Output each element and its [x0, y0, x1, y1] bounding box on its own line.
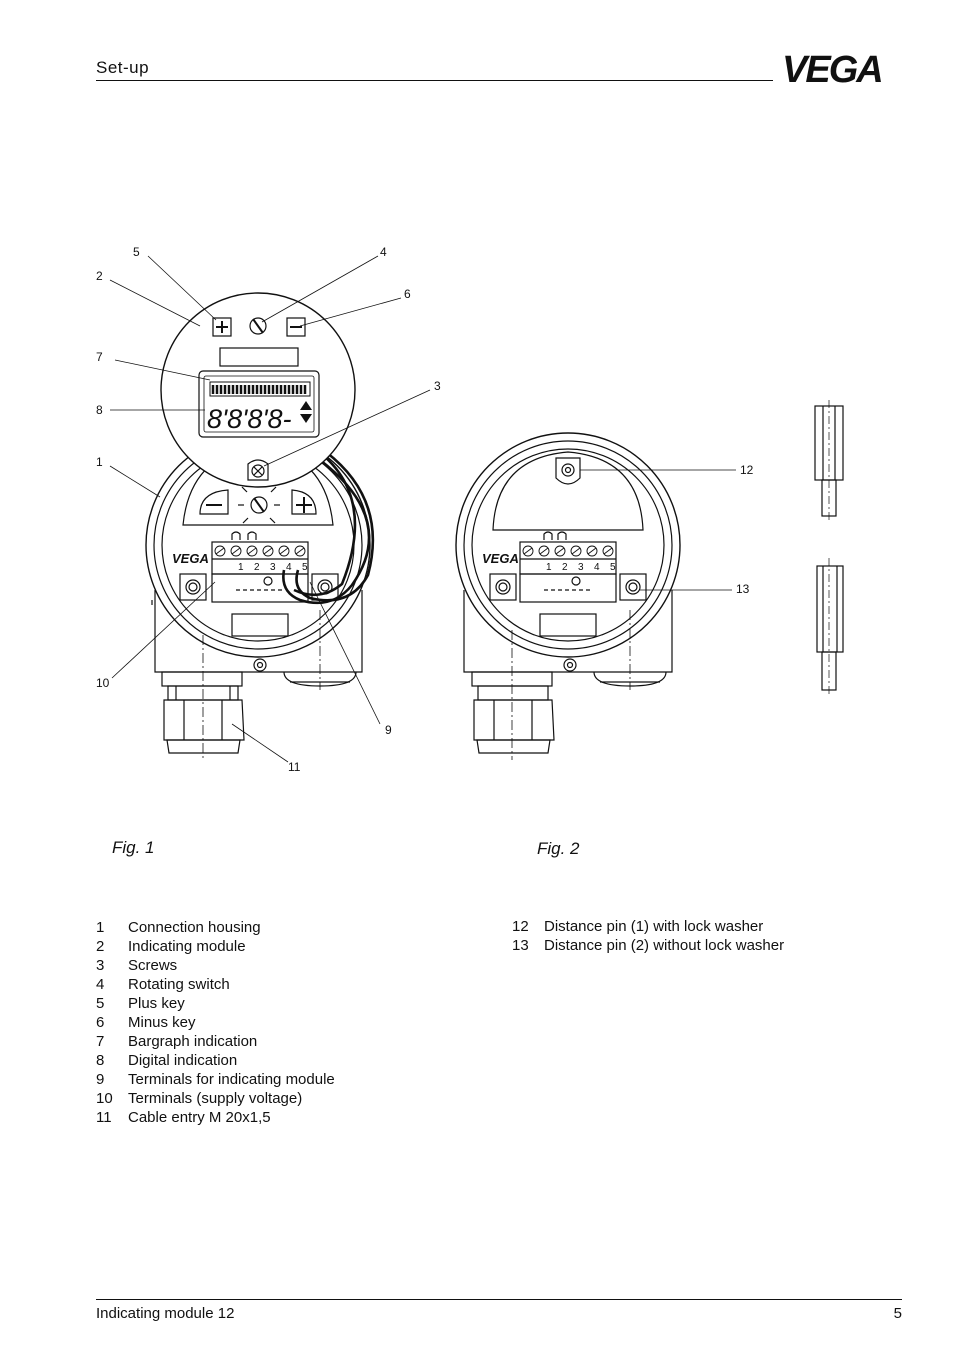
callout-7: 7 [96, 350, 103, 364]
legend-item: 1 Connection housing [96, 918, 335, 937]
callout-12: 12 [740, 463, 754, 477]
terminal-label: 3 [270, 562, 276, 573]
legend-item: 6 Minus key [96, 1013, 335, 1032]
terminal-label: 1 [238, 562, 244, 573]
legend-number: 6 [96, 1014, 105, 1031]
callout-9: 9 [385, 723, 392, 737]
fig2-leader-lines [580, 469, 736, 591]
legend-number: 7 [96, 1033, 105, 1050]
callout-4: 4 [380, 245, 387, 259]
legend-number: 3 [96, 957, 105, 974]
legend-text: Terminals for indicating module [128, 1071, 335, 1088]
callout-13: 13 [736, 582, 750, 596]
terminal-label: 3 [578, 562, 584, 573]
legend-text: Plus key [128, 995, 185, 1012]
callout-6: 6 [404, 287, 411, 301]
legend-number: 13 [512, 937, 529, 954]
legend-text: Cable entry M 20x1,5 [128, 1109, 271, 1126]
terminal-label: 5 [302, 562, 308, 573]
section-title: Set-up [96, 58, 150, 77]
legend-item: 5 Plus key [96, 994, 335, 1013]
footer-title: Indicating module 12 [96, 1305, 235, 1322]
legend-text: Bargraph indication [128, 1033, 258, 1050]
callout-10: 10 [96, 676, 110, 690]
fig1-leader-lines [109, 255, 431, 763]
legend-item: 9 Terminals for indicating module [96, 1070, 335, 1089]
legend-item: 2 Indicating module [96, 937, 335, 956]
legend-text: Indicating module [128, 938, 246, 955]
fig1-callouts: 2 5 4 6 7 3 8 1 10 9 11 [96, 245, 441, 774]
legend-item: 11 Cable entry M 20x1,5 [96, 1108, 335, 1127]
terminal-label: 5 [610, 562, 616, 573]
legend-item: 7 Bargraph indication [96, 1032, 335, 1051]
callout-5: 5 [133, 245, 140, 259]
terminal-label: 4 [286, 562, 292, 573]
legend-number: 11 [96, 1109, 112, 1126]
housing-vega-logo-2: VEGA [482, 551, 519, 566]
legend-number: 9 [96, 1071, 105, 1088]
legend-item: 8 Digital indication [96, 1051, 335, 1070]
legend-item: 3 Screws [96, 956, 335, 975]
callout-8: 8 [96, 403, 103, 417]
fig2-callouts: 12 13 [736, 463, 754, 596]
fig1-caption: Fig. 1 [112, 838, 155, 857]
distance-pin-1 [814, 400, 844, 520]
legend-text: Screws [128, 957, 178, 974]
legend-left: 1 Connection housing 2 Indicating module 3 Sc… [96, 918, 335, 1127]
vega-logo-text: VEGA [782, 50, 882, 86]
terminal-label: 2 [254, 562, 260, 573]
terminal-label: 1 [546, 562, 552, 573]
callout-11: 11 [288, 760, 301, 774]
fig2-housing: VEGA [455, 432, 681, 760]
legend-text: Terminals (supply voltage) [128, 1090, 303, 1107]
legend-item: 13 Distance pin (2) without lock washer [512, 936, 784, 955]
housing-vega-logo: VEGA [172, 551, 209, 566]
legend-number: 4 [96, 976, 105, 993]
header-rule [96, 80, 773, 81]
callout-1: 1 [96, 455, 103, 469]
legend-number: 10 [96, 1090, 113, 1107]
fig1-wires [282, 446, 375, 605]
legend-number: 12 [512, 918, 529, 935]
page-number: 5 [893, 1305, 902, 1322]
fig2-caption: Fig. 2 [537, 839, 580, 858]
callout-2: 2 [96, 269, 103, 283]
distance-pin-2 [816, 558, 844, 694]
fig1-indicating-module: 8'8'8'8- [160, 292, 356, 488]
legend-item: 12 Distance pin (1) with lock washer [512, 917, 784, 936]
legend-text: Minus key [128, 1014, 196, 1031]
legend-text: Digital indication [128, 1052, 238, 1069]
terminal-label: 4 [594, 562, 600, 573]
legend-right: 12 Distance pin (1) with lock washer 13 Dis… [512, 917, 784, 955]
legend-number: 5 [96, 995, 105, 1012]
legend-item: 10 Terminals (supply voltage) [96, 1089, 335, 1108]
callout-3: 3 [434, 379, 441, 393]
digital-display-text: 8'8'8'8- [207, 404, 292, 434]
legend-text: Distance pin (2) without lock washer [544, 937, 785, 954]
bargraph-segments [211, 385, 307, 394]
legend-number: 1 [96, 919, 105, 936]
vega-logo: VEGA [782, 50, 884, 86]
legend-text: Rotating switch [128, 976, 230, 993]
terminal-label: 2 [562, 562, 568, 573]
footer-rule [96, 1299, 902, 1300]
technical-drawing: VEGA [96, 245, 844, 774]
legend-number: 8 [96, 1052, 105, 1069]
legend-text: Connection housing [128, 919, 261, 936]
legend-number: 2 [96, 938, 105, 955]
legend-item: 4 Rotating switch [96, 975, 335, 994]
legend-text: Distance pin (1) with lock washer [544, 918, 764, 935]
